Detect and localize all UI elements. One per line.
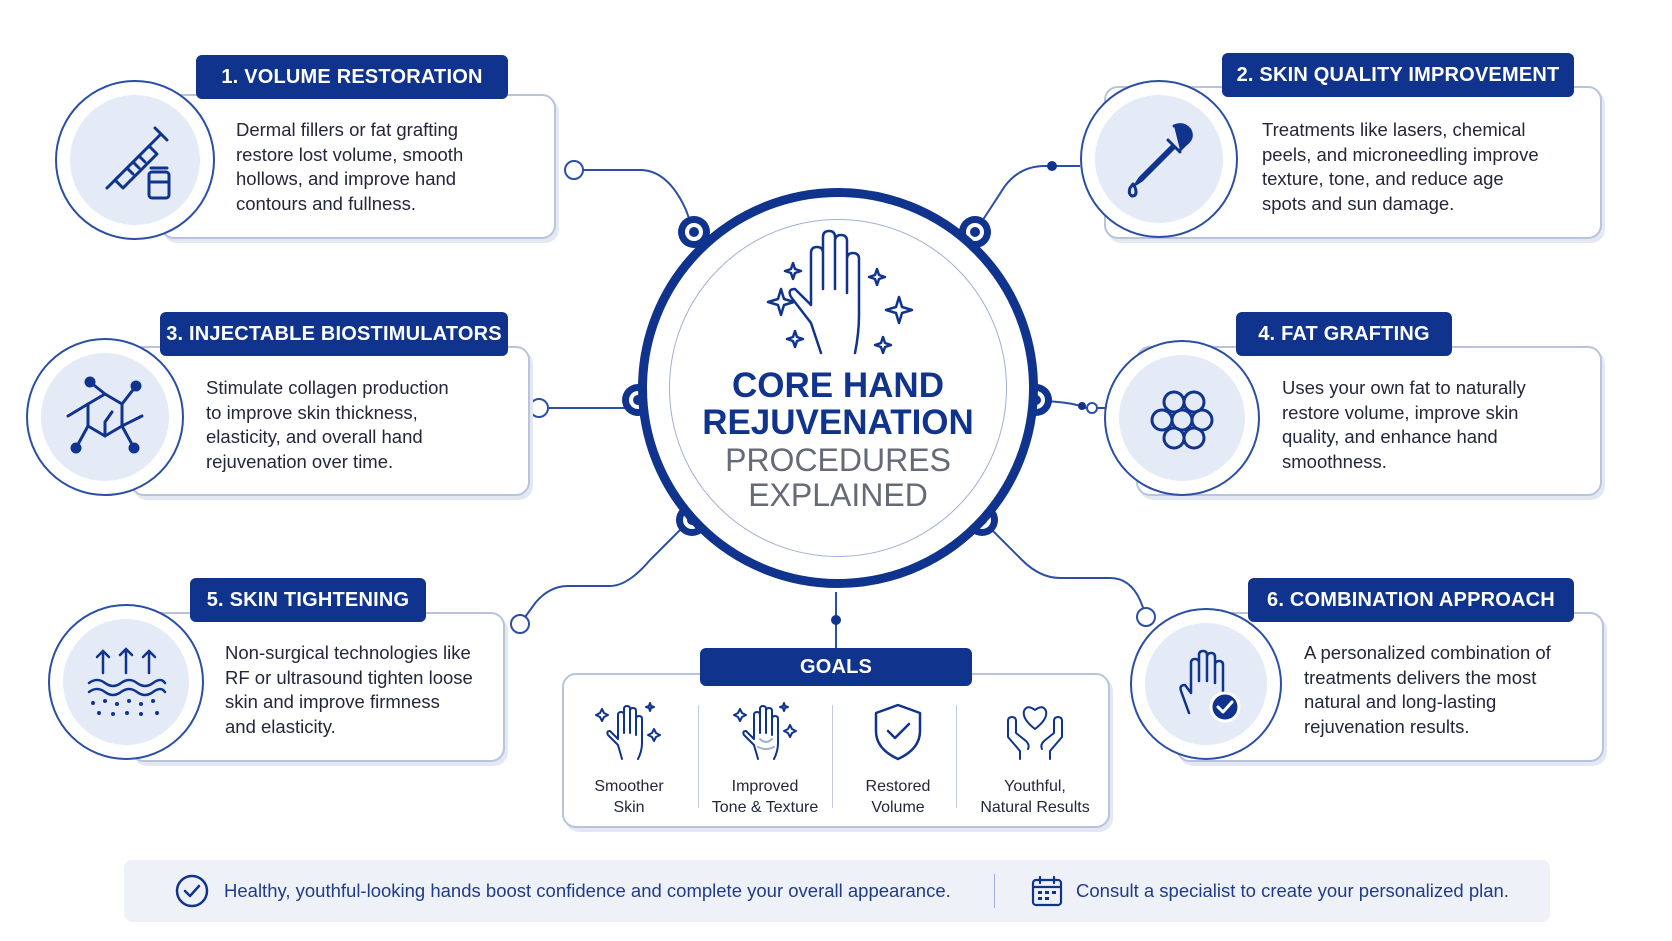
procedure-card-6-text: A personalized combination of treatments… (1304, 642, 1551, 737)
procedure-card-5 (130, 612, 505, 762)
procedure-icon-circle-1 (55, 80, 215, 240)
procedure-title-6: 6. COMBINATION APPROACH (1248, 578, 1574, 622)
center-title-line2: REJUVENATION (702, 403, 974, 442)
procedure-title-2: 2. SKIN QUALITY IMPROVEMENT (1222, 53, 1574, 97)
procedure-card-3-text: Stimulate collagen production to improve… (206, 377, 449, 472)
procedure-icon-circle-5 (48, 604, 204, 760)
tightening-waves-icon (87, 647, 167, 716)
connector-dot (510, 614, 530, 634)
heart-hands-icon (1007, 706, 1063, 760)
procedure-title-3: 3. INJECTABLE BIOSTIMULATORS (160, 312, 508, 356)
procedure-icon-circle-2 (1080, 80, 1238, 238)
goals-title: GOALS (700, 648, 972, 686)
fat-cells-icon (1150, 390, 1214, 450)
footer-right-text: Consult a specialist to create your pers… (1076, 880, 1509, 901)
goals-panel: Smoother Skin Improved Tone & Texture Re… (562, 673, 1110, 828)
hand-check-icon (1179, 649, 1241, 723)
footer-banner: Healthy, youthful-looking hands boost co… (124, 860, 1550, 922)
syringe-icon (105, 126, 171, 200)
procedure-card-4-text: Uses your own fat to naturally restore v… (1282, 377, 1526, 472)
connector-dot (529, 398, 549, 418)
procedure-icon-circle-4 (1104, 340, 1260, 496)
procedure-card-2-text: Treatments like lasers, chemical peels, … (1262, 119, 1539, 214)
procedure-title-1: 1. VOLUME RESTORATION (196, 55, 508, 99)
dropper-icon (1127, 123, 1193, 198)
center-circle: CORE HAND REJUVENATION PROCEDURES EXPLAI… (638, 188, 1038, 588)
check-circle-icon (175, 874, 209, 908)
connector-1 (574, 169, 695, 233)
procedure-title-4: 4. FAT GRAFTING (1236, 312, 1452, 356)
goal-item-3: Restored Volume (838, 699, 958, 818)
sparkle-hand-icon (595, 702, 661, 760)
connector-6 (981, 519, 1147, 616)
procedure-title-5: 5. SKIN TIGHTENING (190, 578, 426, 622)
connector-dot (1136, 607, 1156, 627)
procedure-card-1-text: Dermal fillers or fat grafting restore l… (236, 119, 464, 214)
procedure-icon-circle-3 (26, 338, 184, 496)
sparkle-hand-icon (733, 702, 797, 760)
center-subtitle-line2: EXPLAINED (748, 477, 928, 513)
connector-dot (564, 160, 584, 180)
shield-check-icon (874, 703, 922, 761)
connector-2 (974, 165, 1080, 233)
footer-left-text: Healthy, youthful-looking hands boost co… (224, 880, 951, 901)
center-subtitle-line1: PROCEDURES (725, 442, 951, 478)
goal-item-4: Youthful, Natural Results (960, 699, 1110, 818)
goal-item-2: Improved Tone & Texture (690, 699, 840, 818)
connector-dot (1086, 402, 1098, 414)
molecule-icon (66, 376, 144, 454)
procedure-icon-circle-6 (1130, 608, 1282, 760)
connector-5 (519, 519, 691, 625)
center-title-line1: CORE HAND (732, 366, 944, 405)
procedure-card-5-text: Non-surgical technologies like RF or ult… (225, 642, 473, 737)
footer-divider (994, 874, 995, 908)
sparkle-hand-icon (766, 229, 914, 355)
goal-item-1: Smoother Skin (564, 699, 694, 818)
calendar-icon (1031, 875, 1063, 907)
